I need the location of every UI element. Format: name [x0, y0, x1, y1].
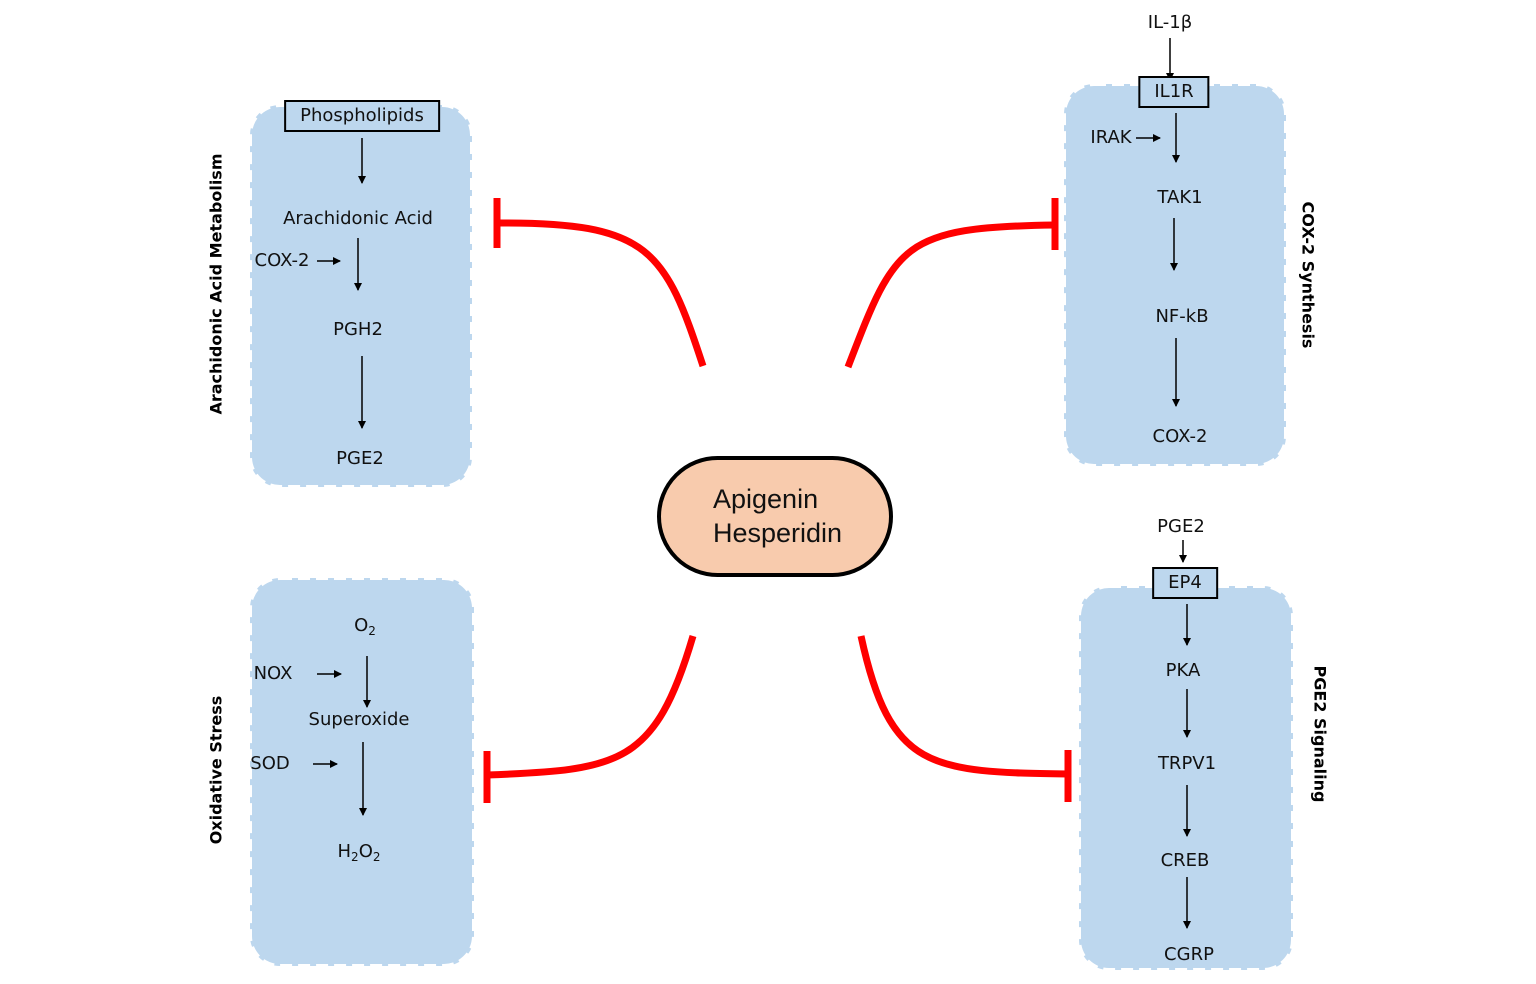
node-il1b: IL-1β [1147, 12, 1193, 33]
node-arachidonic-acid: Arachidonic Acid [283, 208, 433, 229]
node-creb: CREB [1160, 850, 1210, 871]
compound-node: Apigenin Hesperidin [657, 456, 893, 577]
node-irak: IRAK [1090, 127, 1132, 148]
inhibit-arachidonic-curve [496, 219, 707, 368]
node-il1r: IL1R [1138, 76, 1210, 108]
panel-title-pge2-signaling: PGE2 Signaling [1310, 665, 1330, 803]
inhibit-pge2-curve [857, 635, 1069, 778]
node-nfkb: NF-kB [1155, 306, 1209, 327]
panel-arachidonic [248, 103, 474, 489]
node-phospholipids: Phospholipids [284, 100, 440, 132]
node-superoxide: Superoxide [308, 709, 410, 730]
inhibit-oxidative-curve [486, 635, 697, 779]
inhibit-cox2-curve [844, 221, 1056, 369]
o2-subscript: 2 [368, 624, 376, 638]
node-pka: PKA [1165, 660, 1201, 681]
panel-title-oxidative: Oxidative Stress [206, 695, 226, 845]
panel-oxidative [248, 576, 476, 968]
node-cox2: COX-2 [1152, 426, 1208, 447]
enzyme-nox: NOX [253, 663, 293, 684]
node-h2o2: H2O2 [337, 841, 381, 864]
enzyme-cox2: COX-2 [254, 250, 310, 271]
h2o2-h: H [337, 841, 352, 862]
node-pgh2: PGH2 [333, 319, 383, 340]
node-pge2-ligand: PGE2 [1157, 516, 1205, 537]
compound-apigenin: Apigenin [713, 483, 819, 514]
node-pge2: PGE2 [336, 448, 384, 469]
node-ep4: EP4 [1152, 567, 1218, 599]
node-tak1: TAK1 [1157, 187, 1203, 208]
h2o2-sub-h: 2 [351, 850, 359, 864]
enzyme-sod: SOD [250, 753, 290, 774]
compound-hesperidin: Hesperidin [713, 517, 843, 548]
panel-title-cox2: COX-2 Synthesis [1298, 201, 1318, 349]
node-cgrp: CGRP [1164, 944, 1214, 965]
panel-pge2-signaling [1077, 584, 1295, 972]
o2-symbol: O [354, 615, 369, 636]
node-o2: O2 [354, 615, 376, 638]
h2o2-sub-o: 2 [372, 850, 381, 864]
panel-title-arachidonic: Arachidonic Acid Metabolism [206, 153, 226, 415]
node-trpv1: TRPV1 [1157, 753, 1217, 774]
h2o2-o: O [358, 841, 373, 862]
